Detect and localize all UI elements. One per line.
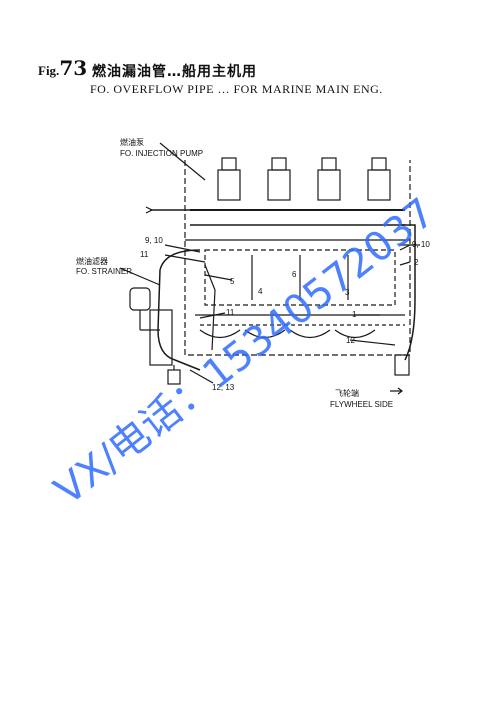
part-9-10-right: 9, 10 — [412, 240, 430, 249]
strainer-label-en: FO. STRAINER — [76, 267, 133, 276]
figure-number: Fig.73 — [38, 56, 88, 80]
part-4: 4 — [258, 287, 263, 296]
part-1: 1 — [352, 310, 357, 319]
part-11-mid: 11 — [226, 308, 235, 317]
part-12: 12 — [346, 336, 355, 345]
part-6: 6 — [292, 270, 297, 279]
part-5: 5 — [230, 277, 235, 286]
injection-pump-label-en: FO. INJECTION PUMP — [120, 149, 204, 158]
title-english: FO. OVERFLOW PIPE … FOR MARINE MAIN ENG. — [90, 82, 383, 96]
injection-pump-label-cn: 燃油泵 — [120, 138, 144, 147]
title-chinese: 燃油漏油管…船用主机用 — [92, 64, 257, 80]
injection-pumps — [217, 157, 391, 201]
flywheel-label-en: FLYWHEEL SIDE — [330, 400, 394, 409]
part-9-10-left: 9, 10 — [145, 236, 163, 245]
part-2: 2 — [414, 258, 419, 267]
part-11-left: 11 — [140, 250, 149, 259]
flywheel-label-cn: 飞轮端 — [335, 389, 359, 398]
part-3: 3 — [345, 288, 350, 297]
strainer-label-cn: 燃油滤器 — [76, 257, 108, 266]
part-12-13: 12, 13 — [212, 383, 235, 392]
